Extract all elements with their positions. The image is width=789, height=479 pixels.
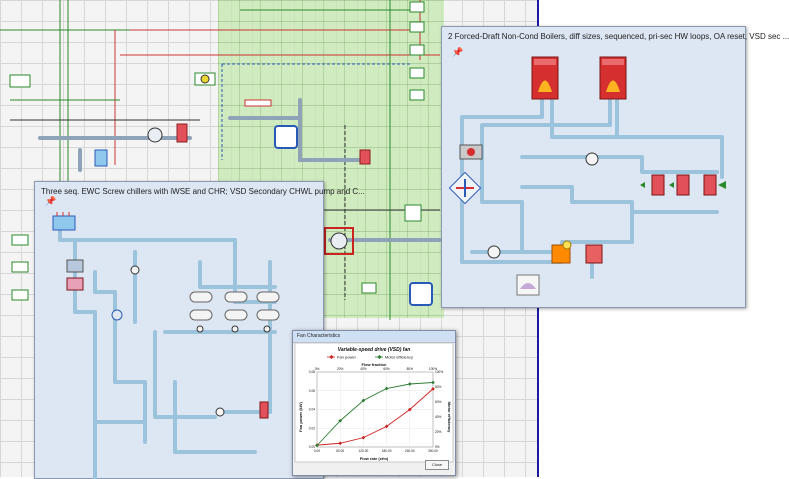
y-tick-label: 0.00 xyxy=(309,445,315,449)
x-tick-label: 300.00 xyxy=(428,449,438,453)
chiller-system-panel[interactable]: Three seq. EWC Screw chillers with iWSE … xyxy=(34,181,365,479)
chart-title: Variable-speed drive (VSD) fan xyxy=(338,347,411,353)
x-tick-label: 120.00 xyxy=(359,449,369,453)
y2-tick-label: 20% xyxy=(435,430,442,434)
y2-tick-label: 80% xyxy=(435,385,442,389)
dialog-titlebar[interactable]: Fan Characteristics xyxy=(293,331,455,343)
x-tick-label: 60.00 xyxy=(336,449,344,453)
x2-tick-label: 0% xyxy=(315,367,320,371)
y2-tick-label: 40% xyxy=(435,415,442,419)
boiler-system-panel[interactable]: 2 Forced-Draft Non-Cond Boilers, diff si… xyxy=(441,26,789,308)
x2-tick-label: 60% xyxy=(383,367,390,371)
boiler-schematic xyxy=(448,56,726,296)
series-line-motor-efficiency xyxy=(316,382,434,446)
y2-tick-label: 60% xyxy=(435,400,442,404)
y-tick-label: 0.08 xyxy=(309,370,315,374)
x2-tick-label: 20% xyxy=(337,367,344,371)
y2-tick-label: 100% xyxy=(435,370,443,374)
fan-characteristics-dialog[interactable]: Fan Characteristics Variable-speed drive… xyxy=(292,330,456,476)
series-line-fan-power xyxy=(316,388,434,446)
background-piping xyxy=(0,0,442,320)
x-axis-label: Flow rate (cfm) xyxy=(360,456,389,461)
y-tick-label: 0.04 xyxy=(309,408,315,412)
x-tick-label: 0.00 xyxy=(314,449,320,453)
legend-fan-power: Fan power xyxy=(337,355,357,360)
pin-icon[interactable]: 📌 xyxy=(45,196,57,206)
x2-axis-label: Flow fraction xyxy=(362,362,387,367)
boiler-panel-title: 2 Forced-Draft Non-Cond Boilers, diff si… xyxy=(448,32,789,41)
pin-icon[interactable]: 📌 xyxy=(452,47,464,57)
legend-motor-efficiency: Motor efficiency xyxy=(385,355,413,360)
y-tick-label: 0.06 xyxy=(309,389,315,393)
chiller-schematic xyxy=(52,212,280,479)
fan-chart: Variable-speed drive (VSD) fan Fan power… xyxy=(294,342,454,463)
y-axis-label: Fan power (kW) xyxy=(298,401,303,431)
x-tick-label: 180.00 xyxy=(382,449,392,453)
data-point-fan-power xyxy=(407,407,412,412)
x2-tick-label: 100% xyxy=(429,367,437,371)
x2-tick-label: 40% xyxy=(360,367,367,371)
y2-axis-label: Motor efficiency xyxy=(447,402,452,433)
chiller-panel-title: Three seq. EWC Screw chillers with iWSE … xyxy=(41,187,365,196)
y2-tick-label: 0% xyxy=(435,445,440,449)
x2-tick-label: 80% xyxy=(407,367,414,371)
y-tick-label: 0.02 xyxy=(309,426,315,430)
x-tick-label: 240.00 xyxy=(405,449,415,453)
close-button[interactable]: Close xyxy=(425,460,449,470)
